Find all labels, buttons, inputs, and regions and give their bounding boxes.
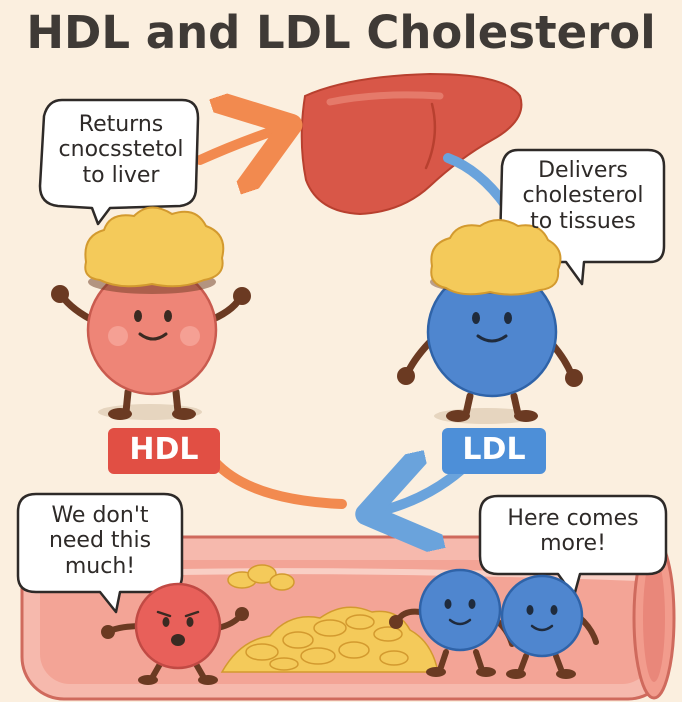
bubble-text-ldl-top: Delivers cholesterol to tissues: [522, 158, 644, 234]
ldl-particle-icon: [397, 219, 583, 424]
hdl-artery-particle-icon: [101, 582, 249, 685]
speech-bubble-hdl-artery: [16, 492, 184, 614]
speech-bubble-ldl-artery: [478, 494, 668, 598]
bubble-text-hdl-artery: We don't need this much!: [48, 503, 152, 579]
hdl-label: HDL: [129, 432, 199, 467]
arrow-hdl-to-liver: [195, 128, 282, 160]
hdl-badge: [108, 428, 220, 474]
floating-cholesterol-icon: [227, 564, 295, 591]
page-title: HDL and LDL Cholesterol: [26, 6, 656, 59]
arrow-liver-to-ldl: [443, 153, 511, 211]
ldl-artery-particle-icon-2: [500, 574, 599, 679]
bubble-text-ldl-artery: Here comes more!: [507, 506, 639, 557]
arrow-hdl-from-artery: [210, 457, 347, 509]
plaque-icon: [220, 606, 439, 673]
hdl-particle-icon: [51, 206, 251, 420]
speech-bubble-hdl-top: [38, 98, 200, 226]
liver-icon: [300, 72, 523, 216]
ldl-label: LDL: [462, 432, 526, 467]
bubble-text-hdl-top: Returns cnocsstetol to liver: [58, 112, 184, 188]
ldl-badge: [442, 428, 546, 474]
